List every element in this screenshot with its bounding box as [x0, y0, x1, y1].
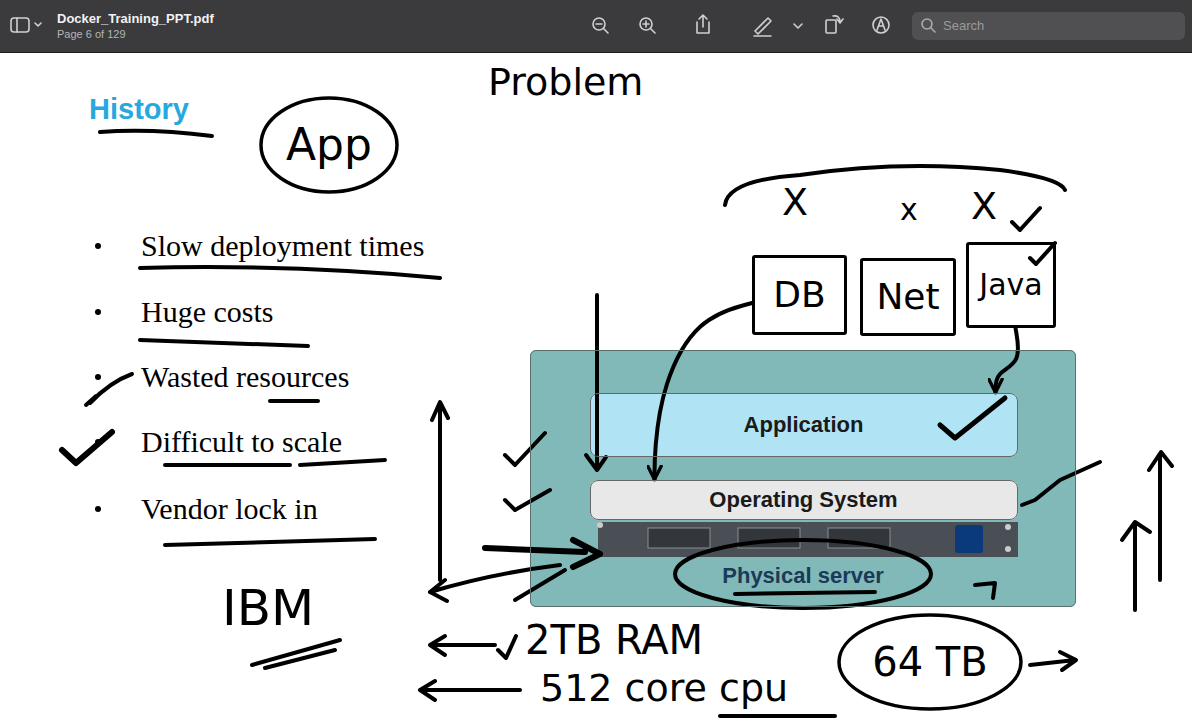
file-name: Docker_Training_PPT.pdf: [57, 11, 214, 27]
underline-stroke: [735, 592, 875, 594]
markup-icon: [873, 17, 889, 33]
slide-title: History: [89, 92, 189, 127]
bracket-stroke: [725, 166, 1065, 205]
underline-stroke: [100, 131, 212, 136]
connector-arrow: [655, 303, 753, 480]
check-mark: [1022, 462, 1100, 505]
arrow-stroke: [420, 681, 520, 700]
underline-stroke: [252, 640, 340, 668]
search-placeholder: Search: [943, 19, 984, 34]
rack-screw: [1005, 546, 1011, 552]
arrow-stroke: [430, 636, 495, 655]
bullet-text: Difficult to scale: [141, 424, 342, 460]
os-layer: Operating System: [590, 480, 1018, 520]
server-label: Physical server: [722, 563, 883, 588]
underline-stroke: [140, 340, 308, 346]
rotate-icon: [826, 20, 836, 33]
bullet-text: Slow deployment times: [141, 228, 424, 264]
layer-label: Operating System: [709, 487, 897, 512]
arrow-stroke: [1149, 452, 1172, 580]
handwritten-note: Problem: [488, 60, 643, 106]
search-field-fill: [912, 12, 1185, 40]
handwritten-note: Java: [979, 268, 1042, 303]
check-mark: [498, 636, 516, 658]
handwritten-note: IBM: [222, 578, 314, 638]
cross-mark: X: [971, 184, 997, 230]
bullet-text: Wasted resources: [141, 359, 349, 395]
bullet-dot: [95, 374, 101, 380]
check-mark: [1012, 208, 1040, 230]
arrow-stroke: [515, 570, 565, 600]
bullet-text: Vendor lock in: [141, 491, 318, 527]
handwritten-box: DB: [752, 255, 847, 335]
arrow-stroke: [975, 583, 995, 598]
toolbar-divider: [0, 52, 1192, 53]
check-mark: [62, 432, 112, 463]
sidebar-icon: [11, 18, 29, 32]
drive-bay: [648, 528, 710, 548]
check-mark: [505, 433, 545, 465]
cross-mark: X: [782, 180, 808, 226]
zoom-in-icon: [643, 21, 655, 33]
handwritten-annotations: [62, 131, 1172, 716]
share-icon: [697, 15, 709, 33]
markup-pen-icon: [754, 18, 771, 36]
zoom-out-icon: [596, 24, 608, 33]
rotate-icon: [833, 16, 843, 23]
check-mark: [86, 374, 132, 405]
underline-stroke: [140, 267, 440, 278]
rack-screw: [1005, 524, 1011, 530]
magnifier-icon: [931, 28, 936, 33]
sidebar-icon: [16, 18, 18, 32]
power-panel: [955, 525, 983, 553]
circle-stroke: [675, 540, 931, 608]
layer-label: Application: [744, 412, 864, 437]
handwritten-box: Java: [966, 242, 1056, 328]
connector-arrow: [996, 328, 1019, 393]
handwritten-note: DB: [773, 274, 825, 315]
markup-icon: [877, 19, 885, 30]
page-indicator: Page 6 of 129: [57, 28, 126, 41]
check-mark: [505, 490, 550, 510]
rack-screw: [597, 522, 603, 528]
application-layer: Application: [590, 393, 1018, 457]
chevron-icon: [794, 24, 802, 28]
chevron-icon: [35, 23, 41, 26]
underline-stroke: [165, 460, 385, 465]
check-mark: [940, 398, 1005, 438]
ellipse-outline: [839, 615, 1021, 709]
arrow-stroke: [1122, 522, 1150, 610]
server-panel: Physical server ApplicationOperating Syst…: [530, 350, 1076, 607]
arrow-stroke: [1030, 652, 1076, 670]
arrow-stroke: [485, 540, 600, 567]
underline-stroke: [165, 539, 375, 545]
check-mark: [1030, 243, 1055, 264]
handwritten-note: 64 TB: [872, 639, 988, 685]
bullet-dot: [95, 309, 101, 315]
arrow-stroke: [432, 402, 448, 580]
handwritten-box: Net: [860, 258, 956, 336]
search-field: Search: [912, 12, 1185, 40]
handwritten-note: App: [286, 120, 372, 171]
circled-note: 64 TB: [836, 612, 1024, 712]
underline-stroke: [270, 399, 318, 403]
handwritten-note: 512 core cpu: [540, 666, 788, 712]
handwritten-note: 2TB RAM: [525, 616, 703, 664]
bullet-dot: [95, 243, 101, 249]
cross-mark: x: [900, 192, 918, 228]
handwritten-note: Net: [876, 276, 939, 317]
circled-note: App: [258, 95, 400, 195]
os-layer-fill: [590, 480, 1018, 520]
underline-stroke: [720, 714, 835, 718]
ellipse-outline: [261, 98, 397, 192]
bullet-dot: [95, 506, 101, 512]
toolbar-band: [0, 0, 1192, 52]
bullet-text: Huge costs: [141, 294, 273, 330]
